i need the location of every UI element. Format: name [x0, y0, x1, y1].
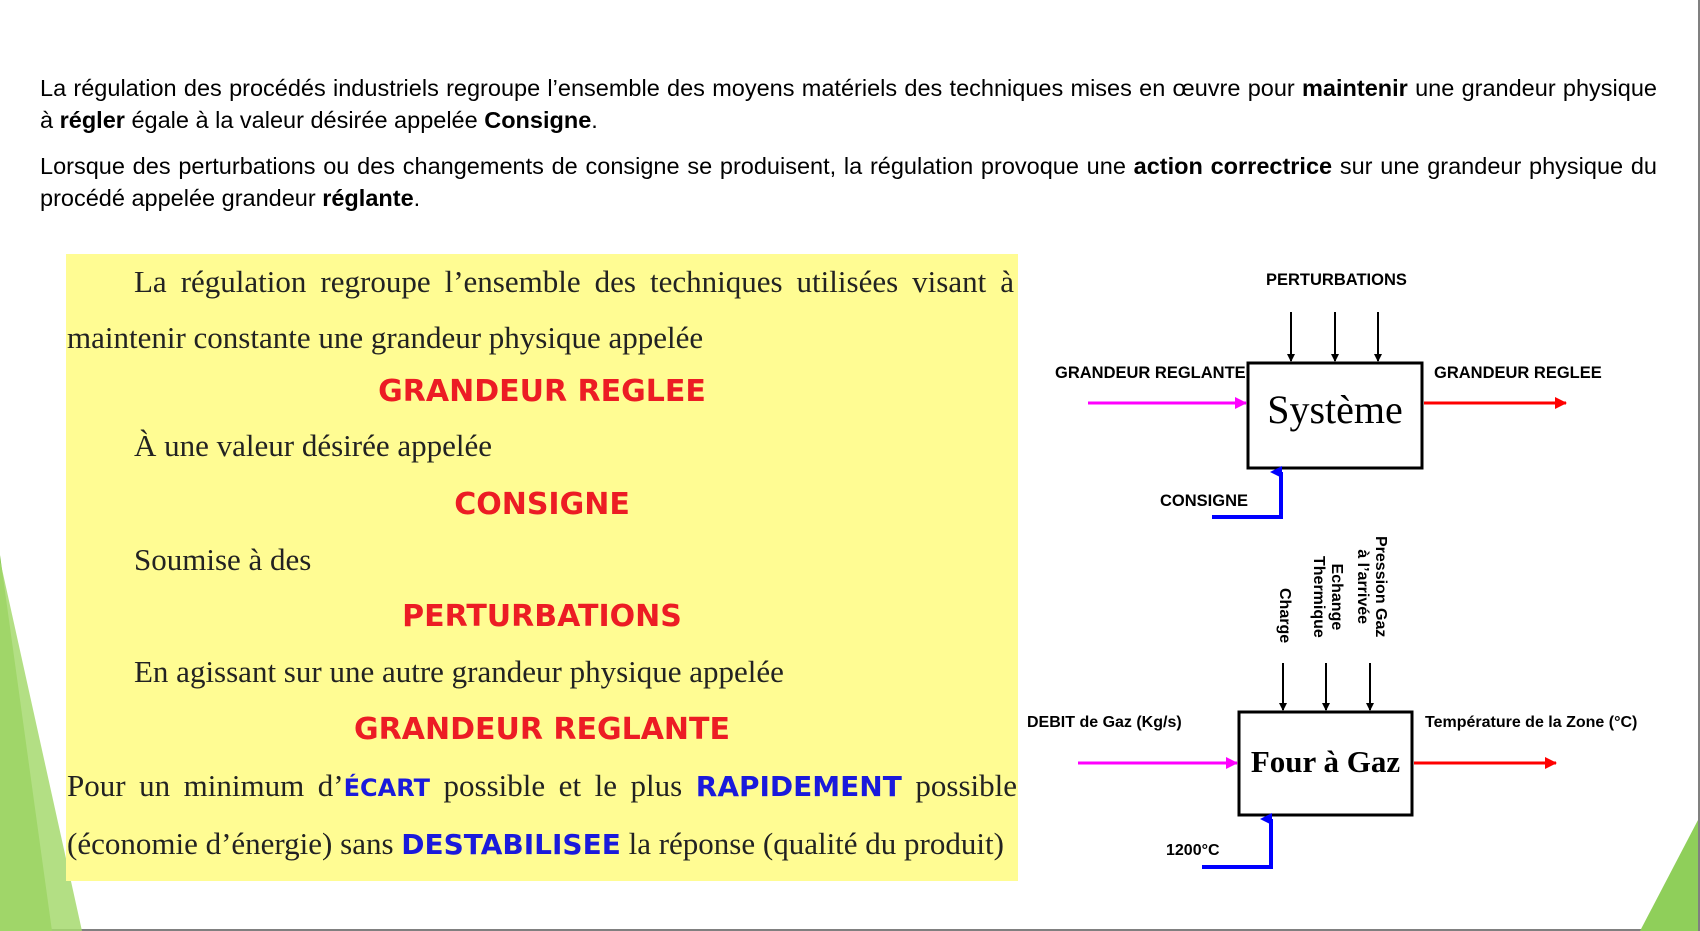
intro-p2-text-3: .	[413, 185, 421, 211]
label-perturbations: PERTURBATIONS	[1266, 271, 1407, 289]
intro-paragraph-2: Lorsque des perturbations ou des changem…	[40, 150, 1657, 214]
label-temperature-zone: Température de la Zone (°C)	[1425, 714, 1638, 731]
line6-text-a: Pour un minimum d’	[67, 768, 344, 803]
diagram-lines	[1078, 312, 1567, 869]
intro-p1-bold-maintenir: maintenir	[1302, 75, 1408, 101]
system-box-label: Système	[1267, 387, 1403, 432]
label-grandeur-reglee: GRANDEUR REGLEE	[1434, 364, 1602, 382]
intro-paragraph-1: La régulation des procédés industriels r…	[40, 72, 1657, 136]
label-pression-gaz-text: Pression Gaz à l’arrivée	[1354, 536, 1389, 638]
intro-p2-bold-reglante: réglante	[322, 185, 414, 211]
line6-text-b: possible et le plus	[429, 768, 696, 803]
slide-bottom-border	[0, 929, 1700, 931]
intro-p1-bold-consigne: Consigne	[484, 107, 592, 133]
system-box	[1246, 361, 1424, 470]
label-charge: Charge	[1276, 588, 1293, 644]
definition-line-2: maintenir constante une grandeur physiqu…	[67, 320, 704, 355]
term-consigne: CONSIGNE	[454, 487, 630, 522]
intro-p1-text-4: .	[591, 107, 598, 133]
definition-line-1: La régulation regroupe l’ensemble des te…	[134, 264, 1014, 299]
intro-p2-text-1: Lorsque des perturbations ou des changem…	[40, 153, 1134, 179]
intro-p1-bold-regler: régler	[59, 107, 125, 133]
term-grandeur-reglee: GRANDEUR REGLEE	[378, 374, 706, 409]
slide-right-border	[1698, 0, 1700, 931]
definition-line-4: Soumise à des	[134, 542, 312, 577]
definition-line-7: (économie d’énergie) sans DESTABILISEE l…	[67, 816, 1017, 872]
label-consigne: CONSIGNE	[1160, 492, 1249, 510]
label-pression-gaz: Pression Gaz à l’arrivée	[1353, 536, 1389, 637]
furnace-box-label: Four à Gaz	[1250, 744, 1401, 779]
line6-text-c: possible	[901, 768, 1017, 803]
setpoint-arrow-furnace	[1202, 813, 1273, 869]
label-1200c: 1200°C	[1166, 842, 1220, 859]
term-perturbations: PERTURBATIONS	[402, 599, 682, 634]
furnace-box	[1237, 710, 1414, 817]
intro-text: La régulation des procédés industriels r…	[40, 72, 1657, 228]
term-destabilisee: DESTABILISEE	[401, 828, 621, 861]
definition-box: La régulation regroupe l’ensemble des te…	[66, 254, 1018, 881]
term-grandeur-reglante: GRANDEUR REGLANTE	[354, 712, 730, 747]
setpoint-arrow-generic	[1212, 466, 1283, 519]
definition-line-6: Pour un minimum d’ÉCART possible et le p…	[67, 758, 1017, 814]
intro-p1-text-3: égale à la valeur désirée appelée	[124, 107, 485, 133]
line7-text-a: (économie d’énergie) sans	[67, 826, 402, 861]
definition-line-5: En agissant sur une autre grandeur physi…	[134, 654, 784, 689]
block-diagrams: PERTURBATIONS GRANDEUR REGLANTE GRANDEUR…	[1020, 250, 1680, 890]
line7-text-b: la réponse (qualité du produit)	[620, 826, 1004, 861]
intro-p1-text-1: La régulation des procédés industriels r…	[40, 75, 1303, 101]
label-debit-gaz: DEBIT de Gaz (Kg/s)	[1027, 714, 1182, 731]
label-echange-thermique-text: Echange Thermique	[1310, 556, 1345, 638]
green-decoration-left-dark	[0, 555, 52, 931]
definition-line-3: À une valeur désirée appelée	[134, 428, 493, 463]
intro-p1-text-2: une grandeur physique à	[40, 75, 1657, 133]
intro-p2-text-2: sur une grandeur physique du procédé app…	[40, 153, 1658, 211]
label-grandeur-reglante: GRANDEUR REGLANTE	[1055, 364, 1246, 382]
term-ecart: ÉCART	[343, 774, 430, 802]
term-rapidement: RAPIDEMENT	[695, 770, 902, 803]
intro-p2-bold-action: action correctrice	[1133, 153, 1333, 179]
label-echange-thermique: Echange Thermique	[1309, 556, 1345, 638]
